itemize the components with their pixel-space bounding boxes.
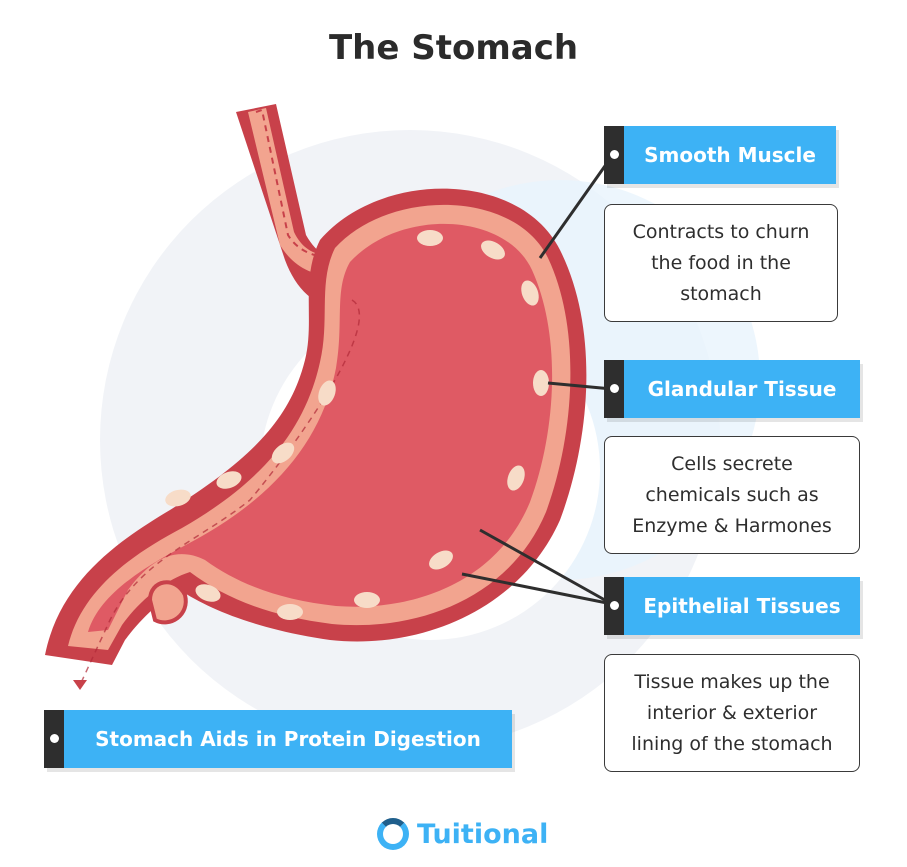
label-smooth-muscle: Smooth Muscle — [604, 126, 836, 184]
banner-protein-digestion: Stomach Aids in Protein Digestion — [44, 710, 512, 768]
desc-epithelial-tissues: Tissue makes up the interior & exterior … — [604, 654, 860, 772]
pylorus — [147, 580, 188, 625]
desc-smooth-muscle: Contracts to churn the food in the stoma… — [604, 204, 838, 322]
bullet-dot-icon — [610, 384, 619, 393]
label-epithelial-tissues-text: Epithelial Tissues — [643, 594, 841, 618]
gland-dots — [165, 230, 549, 620]
leader-epithelial-b — [461, 572, 613, 606]
desc-glandular-tissue-text: Cells secrete chemicals such as Enzyme &… — [632, 452, 832, 537]
label-glandular-tissue-text: Glandular Tissue — [647, 377, 837, 401]
leader-epithelial-a — [479, 528, 613, 606]
stomach-lumen — [88, 223, 553, 632]
label-glandular-tissue: Glandular Tissue — [604, 360, 860, 418]
esophagus — [236, 104, 372, 308]
brand-name: Tuitional — [417, 818, 549, 850]
bullet-dot-icon — [50, 734, 59, 743]
leader-glandular-tissue — [547, 381, 613, 391]
label-tab — [604, 577, 624, 635]
label-tab — [604, 360, 624, 418]
direction-arrow-icon — [73, 680, 87, 690]
brand-logo: Tuitional — [377, 815, 548, 853]
banner-protein-digestion-text: Stomach Aids in Protein Digestion — [95, 727, 481, 751]
desc-glandular-tissue: Cells secrete chemicals such as Enzyme &… — [604, 436, 860, 554]
desc-epithelial-tissues-text: Tissue makes up the interior & exterior … — [631, 670, 833, 755]
label-tab — [44, 710, 64, 768]
label-tab — [604, 126, 624, 184]
page-title: The Stomach — [328, 28, 579, 68]
label-epithelial-tissues: Epithelial Tissues — [604, 577, 860, 635]
label-smooth-muscle-text: Smooth Muscle — [644, 143, 816, 167]
bullet-dot-icon — [610, 150, 619, 159]
gland-highlighted — [533, 370, 549, 396]
desc-smooth-muscle-text: Contracts to churn the food in the stoma… — [632, 220, 810, 305]
leader-smooth-muscle — [538, 155, 614, 259]
ring-logo-icon — [377, 818, 409, 850]
leader-lines — [461, 155, 614, 606]
bullet-dot-icon — [610, 601, 619, 610]
